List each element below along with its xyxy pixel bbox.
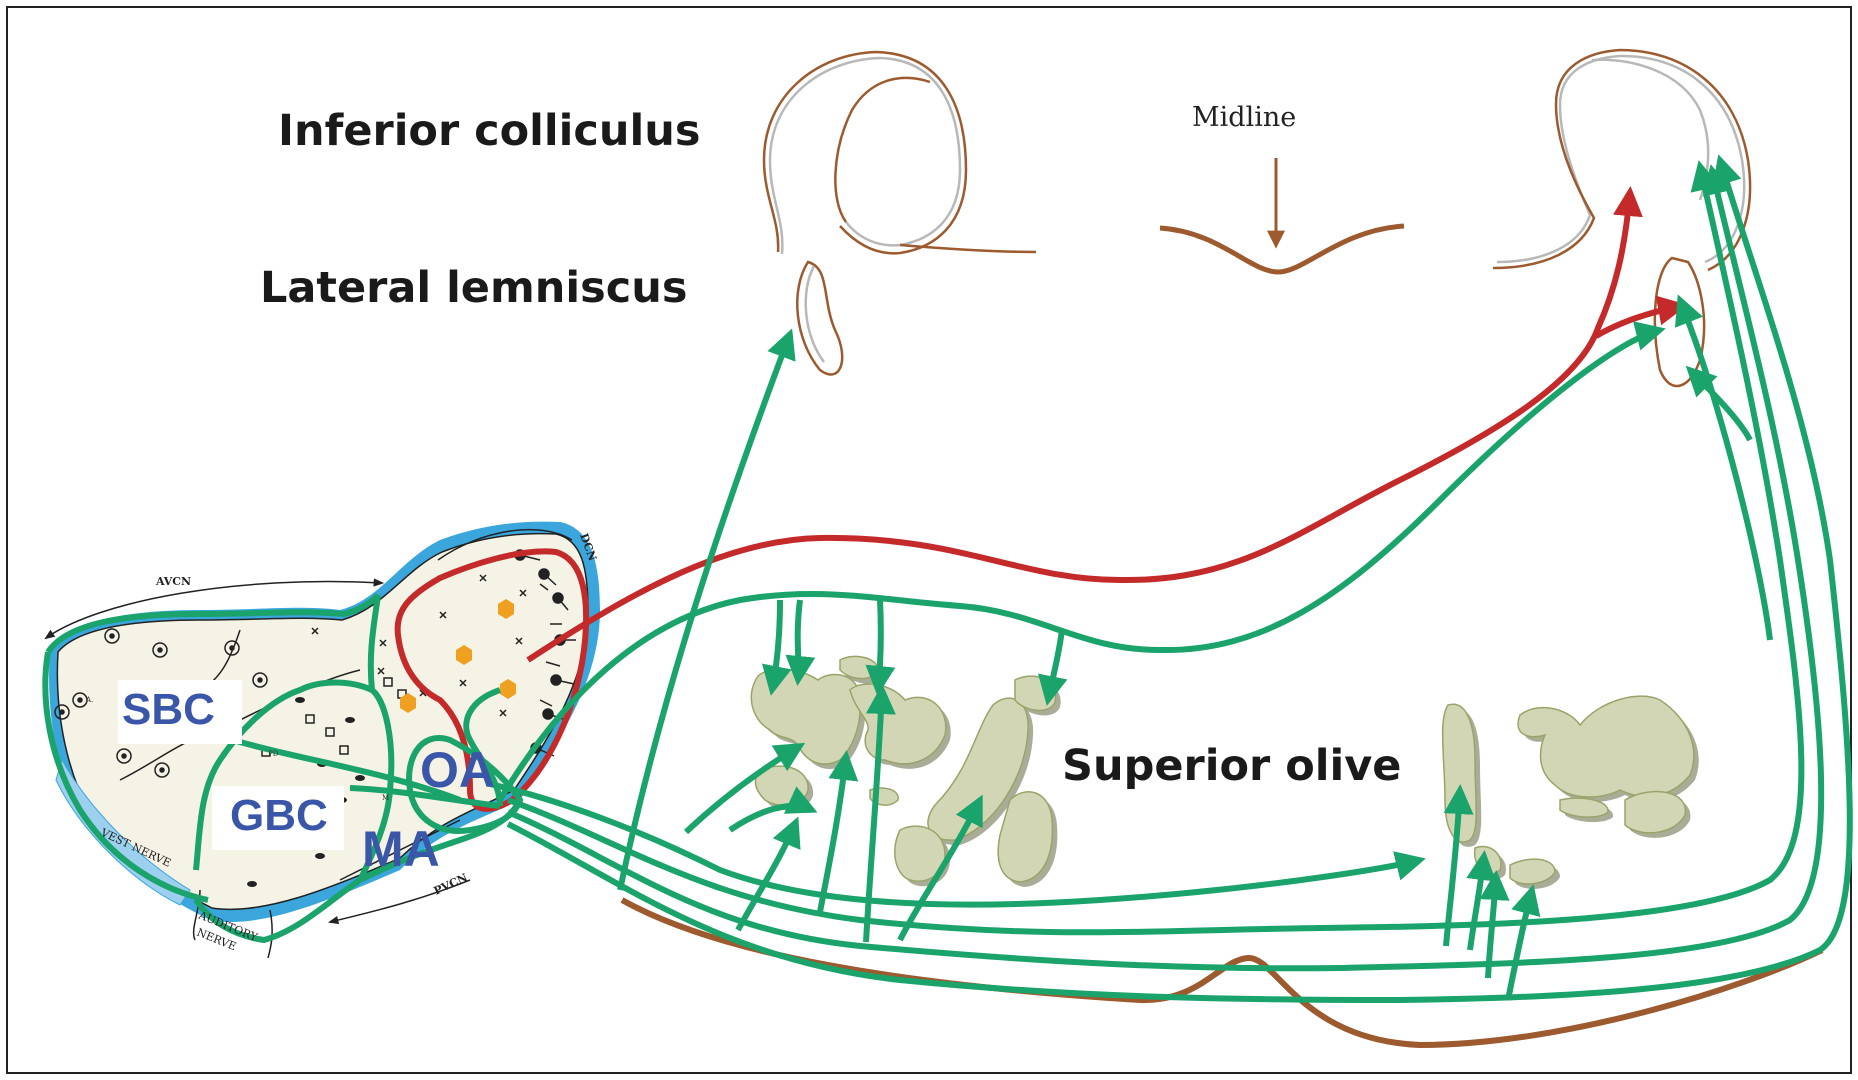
- ma-label: MA: [362, 821, 440, 877]
- left-lateral-lemniscus-outline: [797, 262, 842, 374]
- mark-m: M: [382, 794, 389, 802]
- brainstem-ventral-outline: [622, 900, 1822, 1045]
- mark-a: A.: [85, 696, 93, 704]
- sbc-label: SBC: [122, 685, 215, 734]
- inferior-colliculus-label: Inferior colliculus: [278, 106, 700, 156]
- left-superior-olive-nuclei: [751, 656, 1060, 887]
- midline-marker: [1160, 158, 1404, 272]
- right-lateral-lemniscus-outline: [1655, 258, 1704, 386]
- gbc-label: GBC: [230, 791, 328, 840]
- avcn-label: AVCN: [155, 575, 191, 588]
- superior-olive-label: Superior olive: [1062, 741, 1401, 791]
- midline-label: Midline: [1192, 102, 1296, 133]
- left-inferior-colliculus-outline: [764, 52, 1036, 254]
- lateral-lemniscus-label: Lateral lemniscus: [260, 263, 687, 313]
- mark-pd: PD: [268, 750, 279, 758]
- oa-label: OA: [420, 742, 495, 798]
